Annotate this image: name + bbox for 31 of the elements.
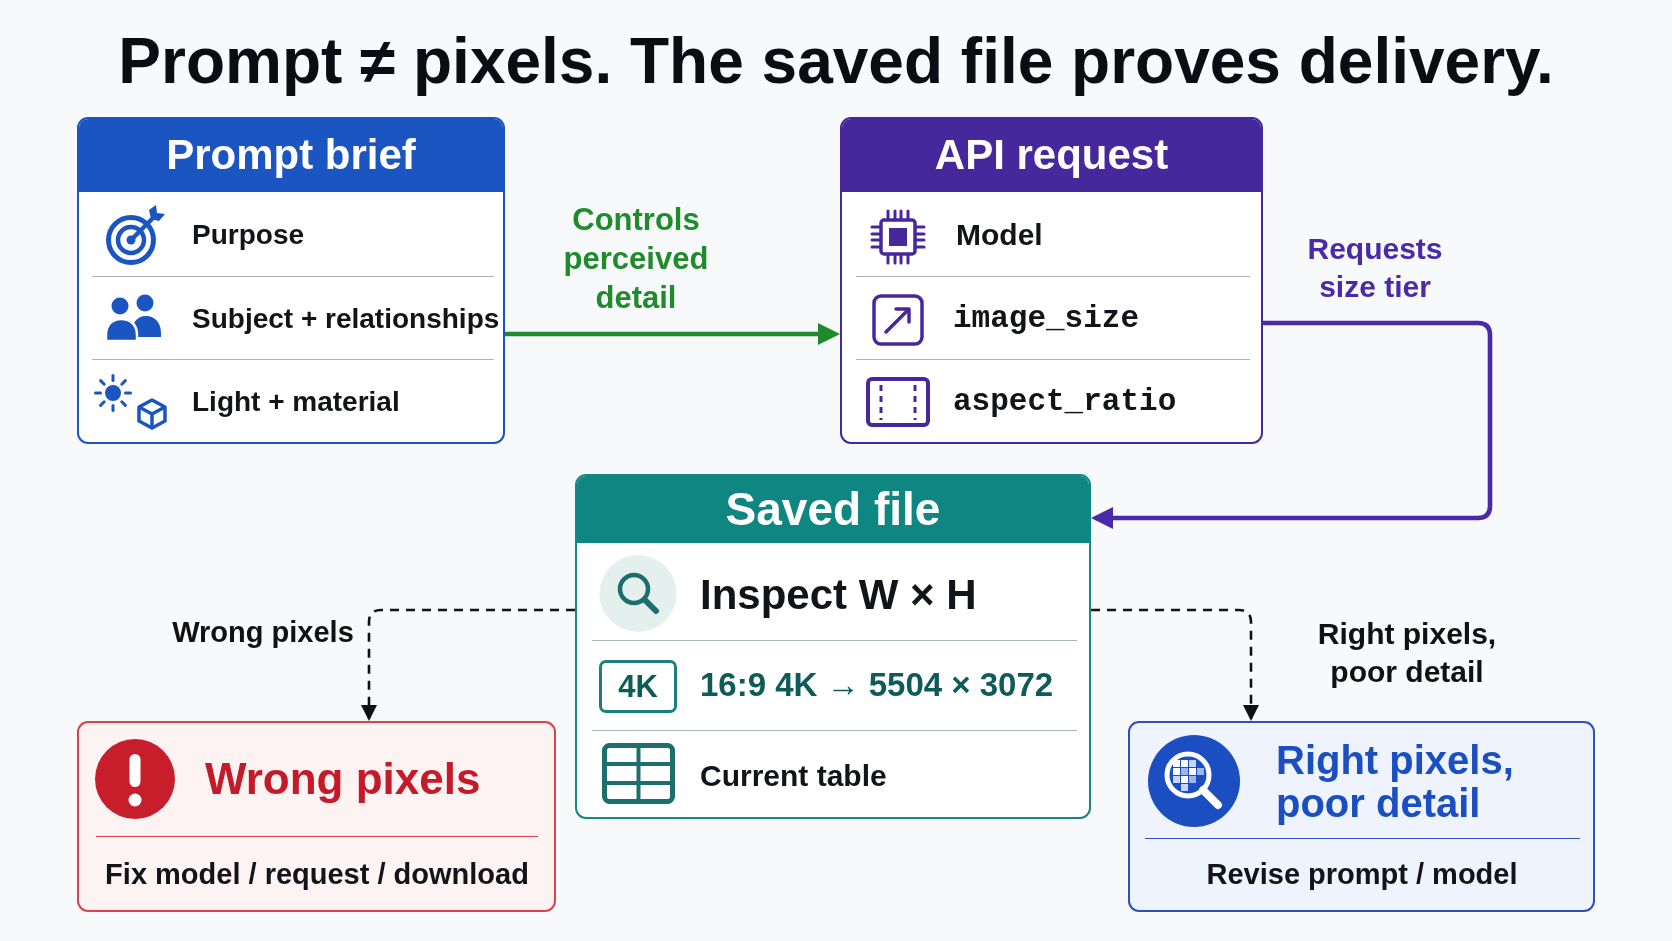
action-text: Fix model / request / download (105, 858, 529, 892)
outcome-panel (77, 721, 556, 912)
box-heading: API request (934, 131, 1169, 180)
row-label: 16:9 4K → 5504 × 3072 (700, 666, 1054, 704)
titled-panel (77, 117, 505, 444)
edge-label: Requests size tier (1306, 230, 1444, 304)
row-label: Purpose (192, 218, 305, 252)
row-label: Light + material (192, 385, 400, 419)
outcome-heading: Right pixels, poor detail (1276, 738, 1515, 826)
box-heading: Prompt brief (166, 131, 416, 180)
titled-panel (840, 117, 1263, 444)
outcome-heading: Wrong pixels (205, 753, 481, 805)
parameter-name: aspect_ratio (953, 384, 1177, 420)
titled-panel (575, 474, 1091, 819)
row-label: Inspect W × H (700, 570, 977, 620)
dashed-arrow (1091, 608, 1259, 721)
arrow (1091, 320, 1493, 529)
edge-label: Wrong pixels (172, 614, 354, 650)
row-label: Model (956, 217, 1043, 253)
parameter-name: image_size (953, 301, 1140, 337)
arrow (505, 323, 840, 345)
row-label: Current table (700, 758, 887, 794)
action-text: Revise prompt / model (1206, 858, 1518, 892)
dashed-arrow (361, 608, 575, 721)
edge-label: Controls perceived detail (562, 200, 710, 317)
diagram-title: Prompt ≠ pixels. The saved file proves delivery. (118, 26, 1554, 97)
resolution-badge: 4K (599, 660, 677, 713)
box-heading: Saved file (725, 483, 941, 536)
row-label: Subject + relationships (192, 302, 500, 336)
outcome-panel (1128, 721, 1595, 912)
edge-label: Right pixels, poor detail (1316, 615, 1498, 690)
